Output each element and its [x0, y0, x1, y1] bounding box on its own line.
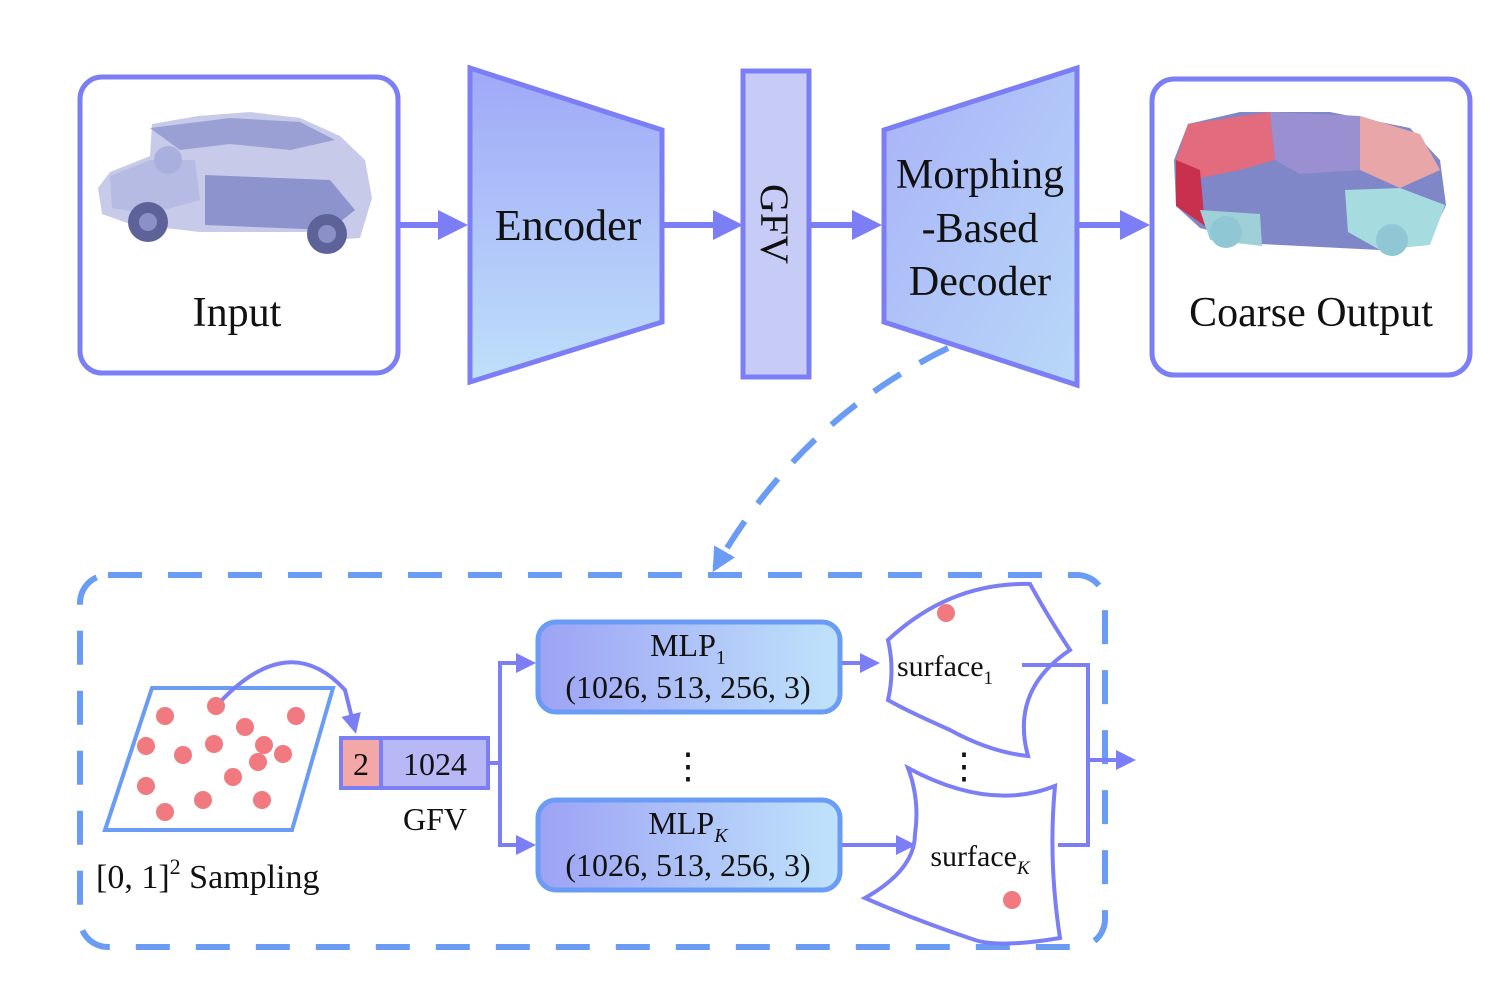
sample-point	[156, 707, 174, 725]
input-panel: Input	[77, 74, 401, 376]
coarse-output-panel: Coarse Output	[1149, 76, 1473, 378]
surface-last-label: surfaceK	[930, 840, 1031, 879]
surface-1-point	[937, 604, 955, 622]
decoder-label-line-1: Morphing	[896, 152, 1064, 198]
sample-point	[274, 745, 292, 763]
sample-point	[137, 737, 155, 755]
gfv-cell	[379, 736, 490, 790]
sampling-square	[102, 686, 336, 832]
sample-point	[174, 746, 192, 764]
encoder-block: Encoder	[467, 64, 665, 386]
surface-k-point	[1003, 891, 1021, 909]
coordinate-dim-label: 2	[353, 746, 369, 782]
sample-to-vector-arrow	[220, 660, 361, 734]
sample-points	[137, 697, 305, 821]
vector-gfv-label: GFV	[403, 801, 467, 837]
gfv-label: GFV	[752, 184, 797, 264]
morphing-based-decoder-block: Morphing -Based Decoder	[881, 64, 1080, 389]
branch-arrow-to-mlp-1	[490, 653, 536, 765]
mlp-last-dims: (1026, 513, 256, 3)	[565, 847, 810, 883]
sample-point	[287, 707, 305, 725]
encoder-label: Encoder	[495, 201, 642, 250]
sample-point	[255, 736, 273, 754]
coarse-output-label: Coarse Output	[1189, 290, 1433, 336]
sampling-label: [0, 1]2 Sampling	[96, 854, 320, 896]
mlp-last-name: MLPK	[648, 805, 729, 847]
concatenated-vector: 2 1024 GFV	[339, 736, 490, 837]
sample-point	[156, 803, 174, 821]
sample-point	[207, 697, 225, 715]
surface-first: surface1	[885, 581, 1073, 759]
input-point-cloud-car	[98, 112, 372, 254]
sample-point	[194, 791, 212, 809]
mlp-ellipsis: ⋮	[670, 746, 706, 786]
coordinate-cell	[339, 736, 383, 790]
mlp-first-name: MLP1	[650, 627, 726, 669]
sample-point	[249, 753, 267, 771]
output-point-cloud-car	[1174, 112, 1446, 256]
sample-point	[236, 718, 254, 736]
mlp-first-dims: (1026, 513, 256, 3)	[565, 669, 810, 705]
sample-point	[253, 791, 271, 809]
gfv-block: GFV	[740, 68, 812, 380]
sample-point	[224, 768, 242, 786]
surface-first-label: surface1	[897, 650, 993, 689]
input-label: Input	[193, 290, 282, 336]
decoder-label-line-2: -Based	[922, 206, 1039, 252]
sample-point	[137, 777, 155, 795]
mlp-first: MLP1 (1026, 513, 256, 3)	[535, 619, 843, 715]
surface-ellipsis: ⋮	[946, 746, 982, 786]
gfv-dim-label: 1024	[403, 746, 467, 782]
branch-arrow-to-mlp-k	[498, 763, 536, 855]
decoder-label-line-3: Decoder	[909, 259, 1051, 305]
surface-last: surfaceK	[860, 763, 1063, 946]
surface-merge-line	[1022, 663, 1090, 847]
zoom-dashed-arrow	[712, 345, 950, 573]
sample-point	[205, 735, 223, 753]
mlp-last: MLPK (1026, 513, 256, 3)	[535, 797, 843, 893]
